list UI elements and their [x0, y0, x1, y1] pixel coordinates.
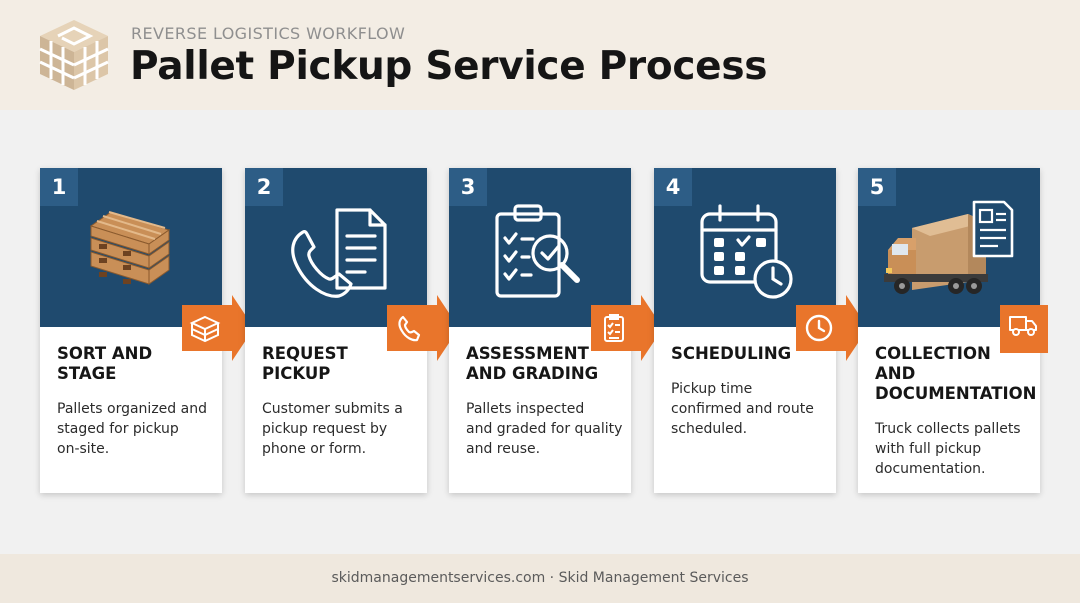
step-description: Pallets inspected and graded for quality… — [466, 399, 626, 459]
calendar-clock-icon — [700, 204, 793, 299]
step-description-line: confirmed and route — [671, 401, 814, 417]
step-description-line: and graded for quality — [466, 421, 623, 437]
step-description-line: staged for pickup — [57, 421, 179, 437]
truck-icon — [1009, 316, 1037, 336]
step-description-line: with full pickup — [875, 441, 982, 457]
step-number-badge: 1 — [40, 168, 78, 206]
step-title-line: AND GRADING — [466, 364, 599, 383]
step-title-line: DOCUMENTATION — [875, 384, 1037, 403]
step-description-line: pickup request by — [262, 421, 388, 437]
step-description-line: Pickup time — [671, 381, 753, 397]
pallet-icon — [189, 315, 221, 343]
step-header: 5 — [858, 168, 1040, 327]
step-description-line: documentation. — [875, 461, 986, 477]
step-header: 1 — [40, 168, 222, 327]
step-description: Pallets organized and staged for pickup … — [57, 399, 217, 459]
step-title-line: REQUEST — [262, 344, 348, 363]
step-header: 3 — [449, 168, 631, 327]
flow-arrow — [387, 295, 459, 361]
checklist-icon — [604, 314, 624, 342]
step-description-line: phone or form. — [262, 441, 367, 457]
step-card-2: 2 REQUEST PICKUP Customer submits a pick… — [245, 168, 459, 493]
step-description-line: Pallets organized and — [57, 401, 207, 417]
step-header: 4 — [654, 168, 836, 327]
clipboard-magnifier-icon — [495, 204, 580, 298]
stacked-pallet-logo-icon — [39, 20, 109, 90]
header-band: REVERSE LOGISTICS WORKFLOW Pallet Pickup… — [0, 0, 1080, 110]
phone-document-icon — [291, 208, 387, 298]
step-number-badge: 5 — [858, 168, 896, 206]
footer-band: skidmanagementservices.com · Skid Manage… — [0, 554, 1080, 603]
step-title: REQUEST PICKUP — [262, 344, 422, 384]
step-description: Customer submits a pickup request by pho… — [262, 399, 422, 459]
delivery-truck-document-icon — [884, 200, 1014, 294]
flow-arrow — [1000, 305, 1048, 353]
step-title: SORT AND STAGE — [57, 344, 217, 384]
step-title-line: STAGE — [57, 364, 117, 383]
step-number-badge: 2 — [245, 168, 283, 206]
step-description-line: Customer submits a — [262, 401, 403, 417]
step-number-badge: 3 — [449, 168, 487, 206]
step-title: SCHEDULING — [671, 344, 831, 364]
step-description: Pickup time confirmed and route schedule… — [671, 379, 831, 439]
step-description-line: scheduled. — [671, 421, 748, 437]
step-card-5: 5 COLLECTION AND DOCUMENTATION Truck col… — [858, 168, 1048, 493]
step-card-3: 3 ASSESSMENT AND GRADING Pallets inspect… — [449, 168, 663, 493]
step-card-1: 1 SORT AND STAGE Pallets organized and s… — [40, 168, 254, 493]
flow-arrow — [796, 295, 868, 361]
step-title-line: COLLECTION — [875, 344, 991, 363]
step-title: ASSESSMENT AND GRADING — [466, 344, 626, 384]
step-description-line: and reuse. — [466, 441, 541, 457]
step-header: 2 — [245, 168, 427, 327]
clock-icon — [805, 314, 833, 342]
step-title-line: AND — [875, 364, 916, 383]
step-description-line: Truck collects pallets — [875, 421, 1021, 437]
step-description-line: on-site. — [57, 441, 110, 457]
footer-text: skidmanagementservices.com · Skid Manage… — [331, 570, 749, 586]
eyebrow-label: REVERSE LOGISTICS WORKFLOW — [131, 24, 406, 43]
phone-icon — [398, 315, 421, 342]
step-description-line: Pallets inspected — [466, 401, 585, 417]
step-number-badge: 4 — [654, 168, 692, 206]
step-card-4: 4 SCHEDULING Pickup time confirmed and r… — [654, 168, 868, 493]
step-title-line: SCHEDULING — [671, 344, 792, 363]
stacked-pallets-icon — [89, 211, 171, 285]
step-description: Truck collects pallets with full pickup … — [875, 419, 1035, 479]
step-title-line: ASSESSMENT — [466, 344, 589, 363]
step-title: COLLECTION AND DOCUMENTATION — [875, 344, 1037, 404]
flow-arrow — [591, 295, 663, 361]
step-title-line: SORT AND — [57, 344, 153, 363]
flow-arrow — [182, 295, 254, 361]
page-title: Pallet Pickup Service Process — [130, 44, 768, 89]
step-title-line: PICKUP — [262, 364, 331, 383]
